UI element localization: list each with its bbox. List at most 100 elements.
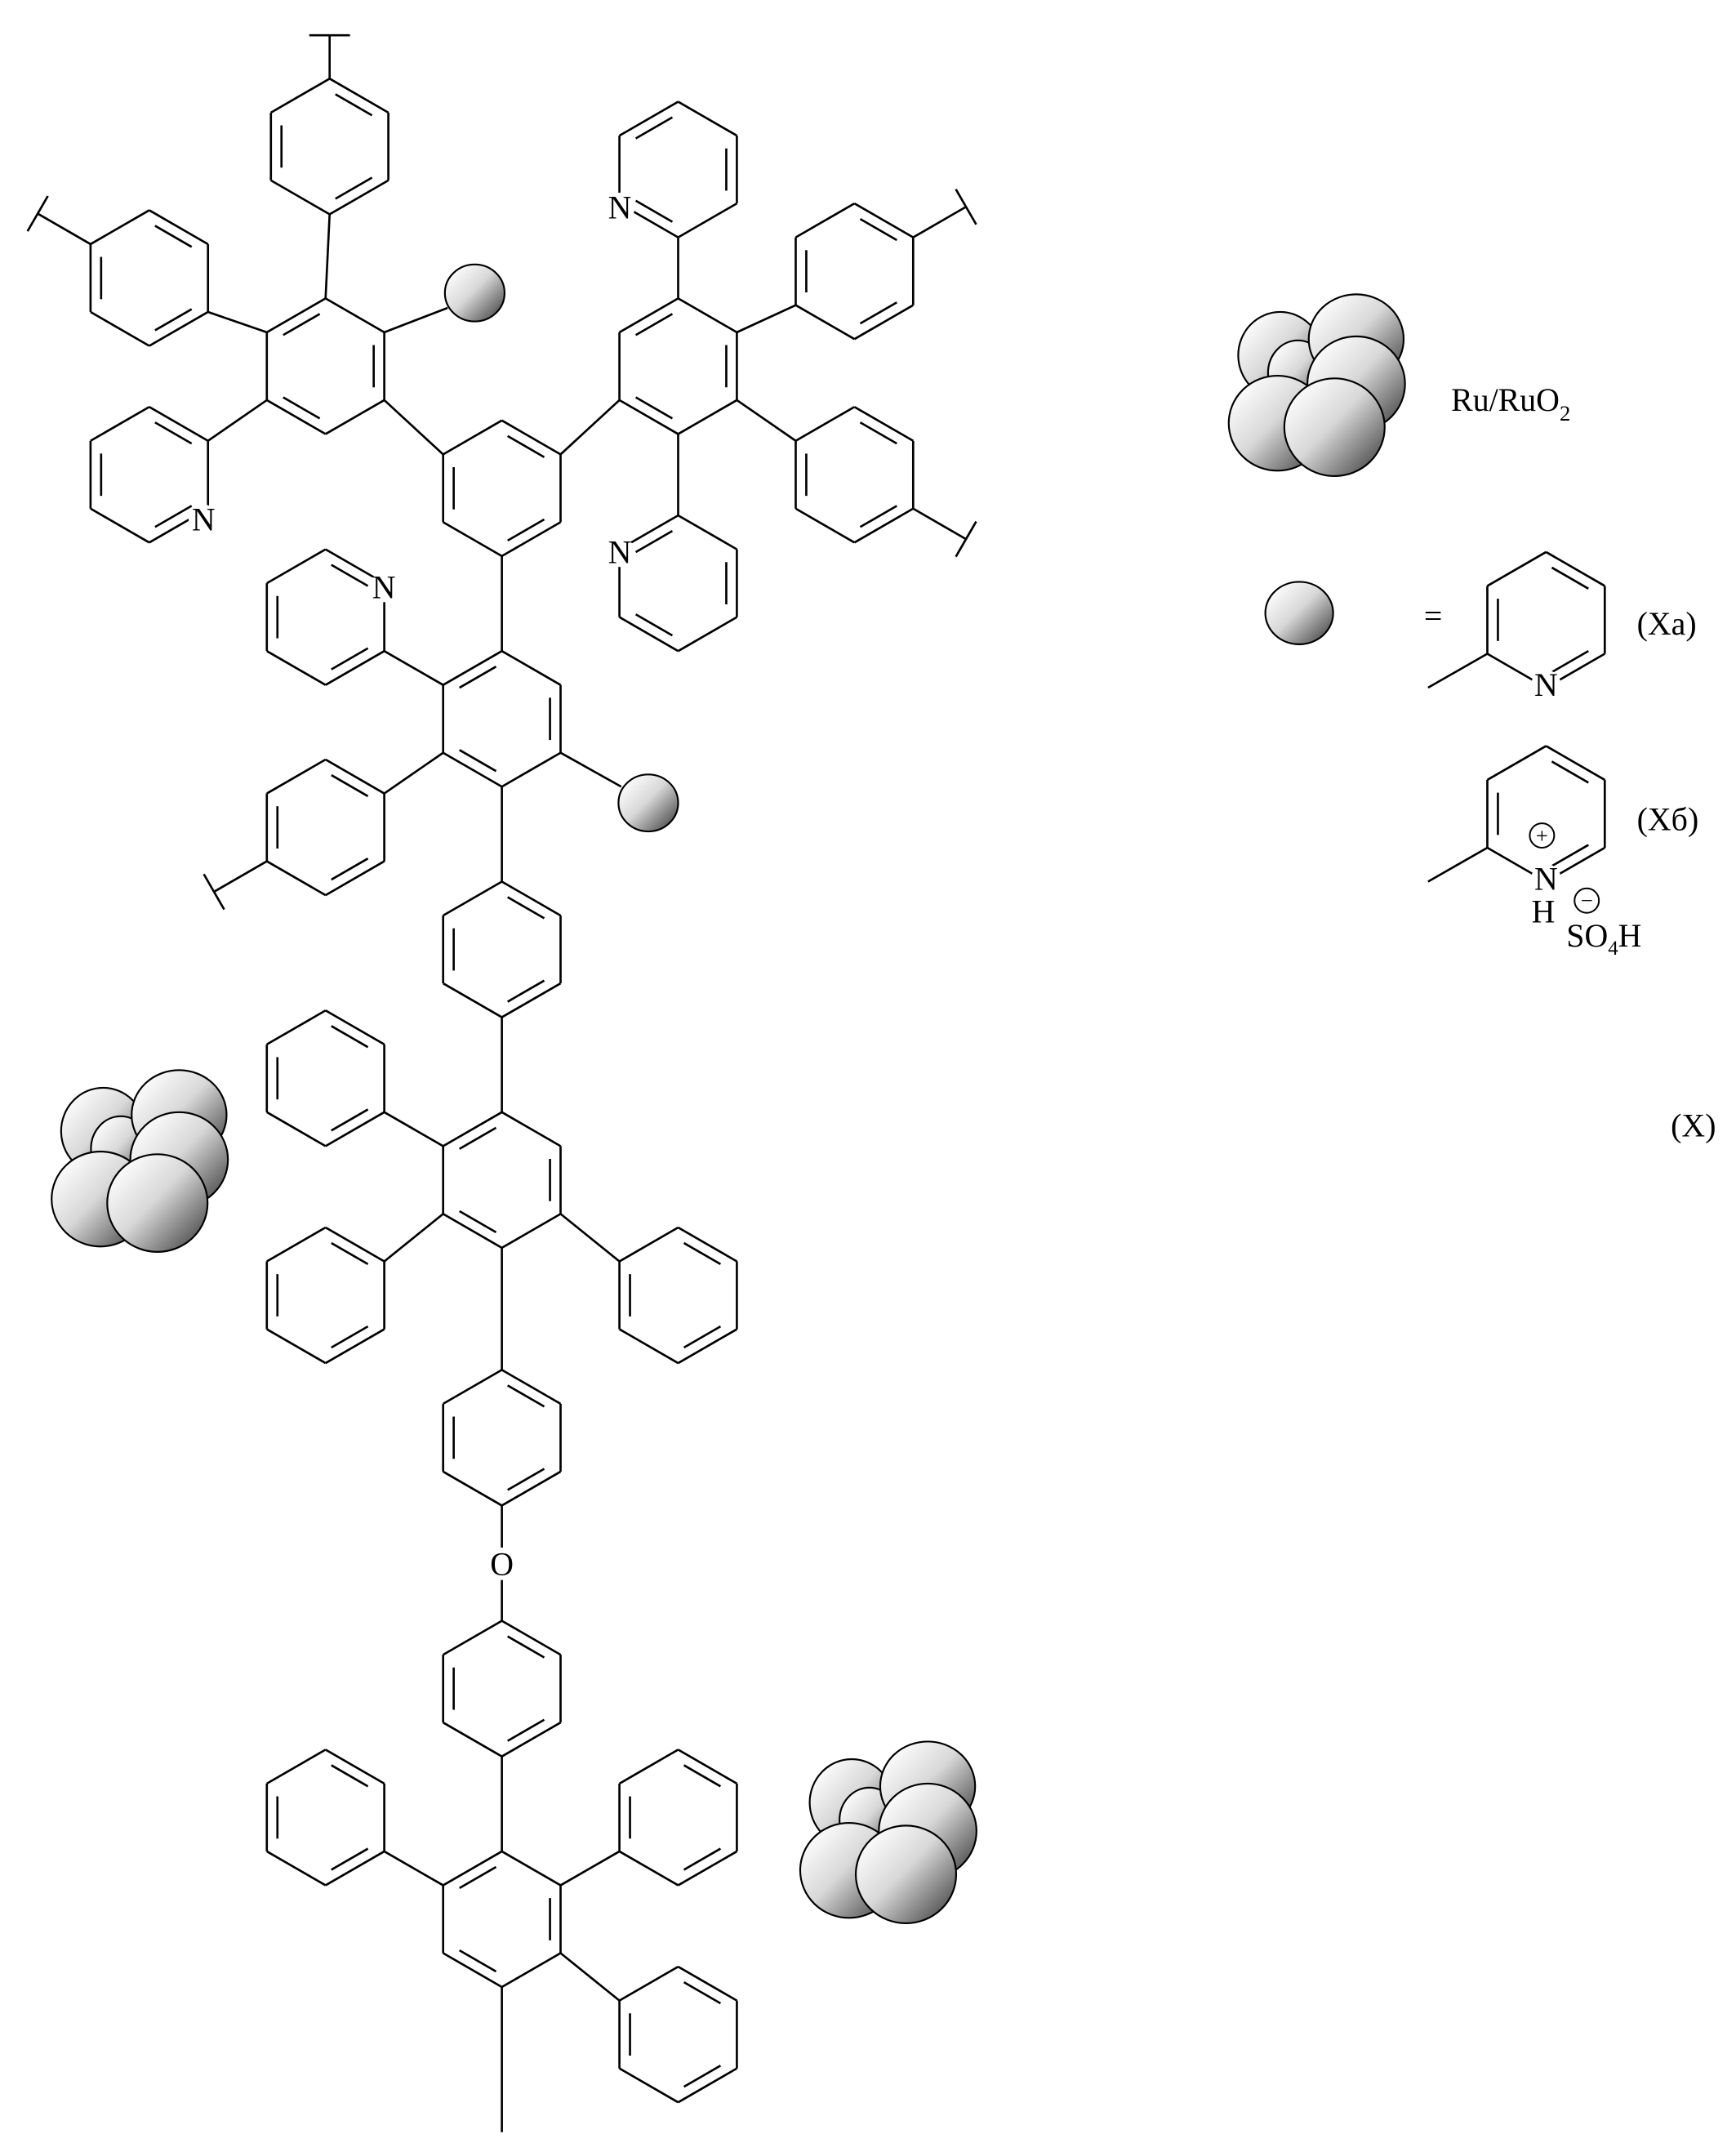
polymer-end-cap <box>955 520 977 558</box>
ru-sphere <box>1283 377 1386 478</box>
benzene-ring-bond <box>677 1226 738 1263</box>
ring-double-bond <box>331 1847 369 1871</box>
formula-label-x: (X) <box>1671 1107 1716 1144</box>
benzene-ring-bond <box>325 1009 385 1045</box>
pyridyl-substituent-ball <box>617 773 679 833</box>
pyridine-nitrogen-label: N <box>192 501 216 538</box>
pyridine-ring-bond <box>1545 745 1605 782</box>
ring-double-bond <box>507 896 545 920</box>
ring-double-bond <box>459 1949 497 1973</box>
benzene-ring-bond <box>443 880 503 917</box>
benzene-ring-bond <box>443 1850 503 1887</box>
label-bg <box>1531 863 1561 894</box>
xb-nitrogen-label: N <box>1534 861 1558 898</box>
benzene-ring-bond <box>853 304 914 341</box>
inter-ring-bond <box>383 399 444 456</box>
ring-double-bond <box>1551 760 1589 784</box>
label-bg <box>368 572 399 603</box>
pyridyl-legend-ball <box>1264 581 1334 645</box>
catalyst-label: Ru/RuO2 <box>1451 381 1570 425</box>
polymer-chain-bond <box>213 860 268 893</box>
substituent-bond <box>1427 846 1489 883</box>
benzene-ring-bond <box>90 310 150 347</box>
ring-double-bond <box>335 176 373 200</box>
ring-double-bond <box>683 1764 722 1788</box>
inter-ring-bond <box>324 214 332 299</box>
pyridine-ring-bond <box>266 650 327 686</box>
ru-nanoparticle-cluster <box>799 1740 977 1925</box>
pyridine-ring-bond <box>325 650 385 686</box>
inter-ring-bond <box>383 1850 444 1887</box>
ring-double-bond <box>507 1384 545 1408</box>
benzene-ring-bond <box>618 1226 679 1263</box>
benzene-ring-bond <box>266 1850 327 1887</box>
benzene-ring-bond <box>501 1952 562 1989</box>
benzene-ring-bond <box>329 179 389 216</box>
benzene-ring-bond <box>266 1749 327 1785</box>
benzene-ring-bond <box>853 507 914 544</box>
benzene-ring-bond <box>677 1749 738 1785</box>
ring-double-bond <box>1551 566 1589 590</box>
benzene-ring-bond <box>795 304 856 341</box>
ring-double-bond <box>331 564 369 587</box>
counterion-label: SO4H <box>1566 917 1641 960</box>
negative-charge-circle <box>1574 887 1600 914</box>
label-bg <box>604 537 635 568</box>
benzene-ring-bond <box>443 1369 503 1406</box>
pyridine-ring-bond <box>677 202 738 238</box>
benzene-ring-bond <box>618 1965 679 2002</box>
benzene-ring-bond <box>677 1328 738 1365</box>
benzene-ring-bond <box>501 521 562 558</box>
ring-double-bond <box>859 217 897 242</box>
formula-label-xb: (Xб) <box>1637 800 1699 837</box>
benzene-ring-bond <box>266 860 327 897</box>
pyridine-ring-bond <box>149 406 209 442</box>
negative-charge-sign: − <box>1581 889 1593 913</box>
ring-double-bond <box>683 1325 722 1349</box>
pyridine-ring-bond <box>266 548 327 585</box>
pyridine-ring-bond <box>90 507 150 544</box>
benzene-ring-bond <box>501 1213 562 1250</box>
xa-nitrogen-label: N <box>1534 666 1558 703</box>
benzene-ring-bond <box>853 202 914 238</box>
benzene-ring-bond <box>501 1111 562 1147</box>
benzene-ring-bond <box>266 1009 327 1045</box>
ring-double-bond <box>859 505 897 528</box>
ring-double-bond <box>634 396 674 420</box>
sphere-layer <box>51 263 1406 1925</box>
positive-charge-sign: + <box>1536 823 1548 848</box>
pyridine-ring-bond <box>1486 550 1547 587</box>
bond-layer <box>26 33 1606 2132</box>
ring-double-bond <box>154 225 193 248</box>
ring-double-bond <box>859 301 897 325</box>
benzene-ring-bond <box>325 297 385 334</box>
ring-double-bond <box>331 1764 369 1788</box>
benzene-ring-bond <box>618 399 679 435</box>
benzene-ring-bond <box>677 1965 738 2002</box>
ring-double-bond <box>507 1718 545 1742</box>
ring-double-bond <box>859 421 897 445</box>
label-bg <box>485 1547 519 1580</box>
benzene-ring-bond <box>325 758 385 795</box>
pyridine-nitrogen-label: N <box>608 533 632 570</box>
benzene-ring-bond <box>443 650 503 686</box>
benzene-ring-bond <box>325 399 385 435</box>
ring-double-bond <box>154 505 193 528</box>
ring-double-bond <box>634 613 674 637</box>
counterion-subscript: 4 <box>1608 938 1618 960</box>
benzene-ring-bond <box>325 1226 385 1263</box>
benzene-ring-bond <box>325 860 385 897</box>
ring-double-bond <box>335 93 373 117</box>
benzene-ring-bond <box>501 982 562 1018</box>
ru-sphere <box>854 1824 958 1925</box>
catalyst-label-subscript: 2 <box>1560 401 1570 425</box>
ring-double-bond <box>683 1980 722 2005</box>
counterion-hydrogen: H <box>1618 917 1642 954</box>
benzene-ring-bond <box>90 209 150 246</box>
benzene-ring-bond <box>618 297 679 334</box>
ring-double-bond <box>154 308 193 332</box>
ring-double-bond <box>331 1325 369 1349</box>
label-bg <box>1531 670 1561 700</box>
benzene-ring-bond <box>443 1213 503 1250</box>
